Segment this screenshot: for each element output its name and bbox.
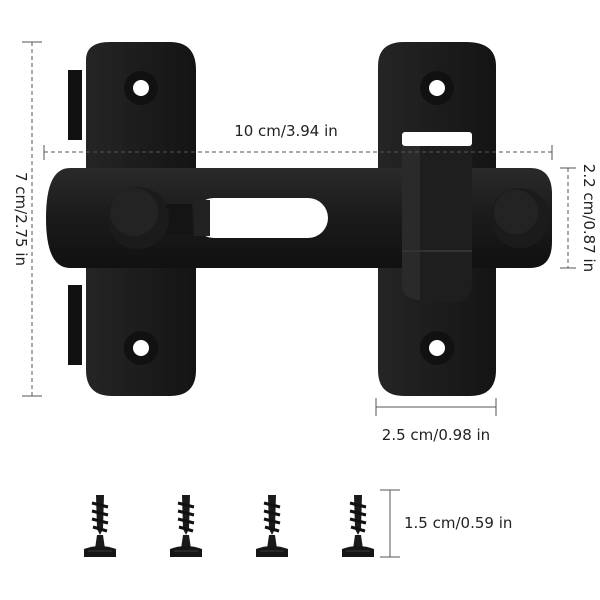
- screw-length-label: 1.5 cm/0.59 in: [404, 514, 512, 532]
- plate-width-label: 2.5 cm/0.98 in: [382, 426, 490, 444]
- dimension-width: [43, 145, 553, 160]
- keeper: [402, 146, 472, 302]
- screw-group: [82, 493, 376, 559]
- bolt-slot: [194, 198, 328, 238]
- dimension-height: [22, 41, 42, 397]
- dimension-bolt-height: [560, 167, 576, 269]
- screw-icon: [82, 493, 118, 559]
- right-knob: [490, 188, 550, 248]
- dimension-plate-width: [375, 398, 497, 416]
- screw-icon: [168, 493, 204, 559]
- bolt-height-label: 2.2 cm/0.87 in: [580, 164, 598, 272]
- height-label: 7 cm/2.75 in: [12, 172, 30, 266]
- screw-icon: [340, 493, 376, 559]
- width-label: 10 cm/3.94 in: [234, 122, 338, 140]
- screw-icon: [254, 493, 290, 559]
- left-knob: [107, 187, 192, 249]
- dimension-screw-length: [380, 489, 400, 558]
